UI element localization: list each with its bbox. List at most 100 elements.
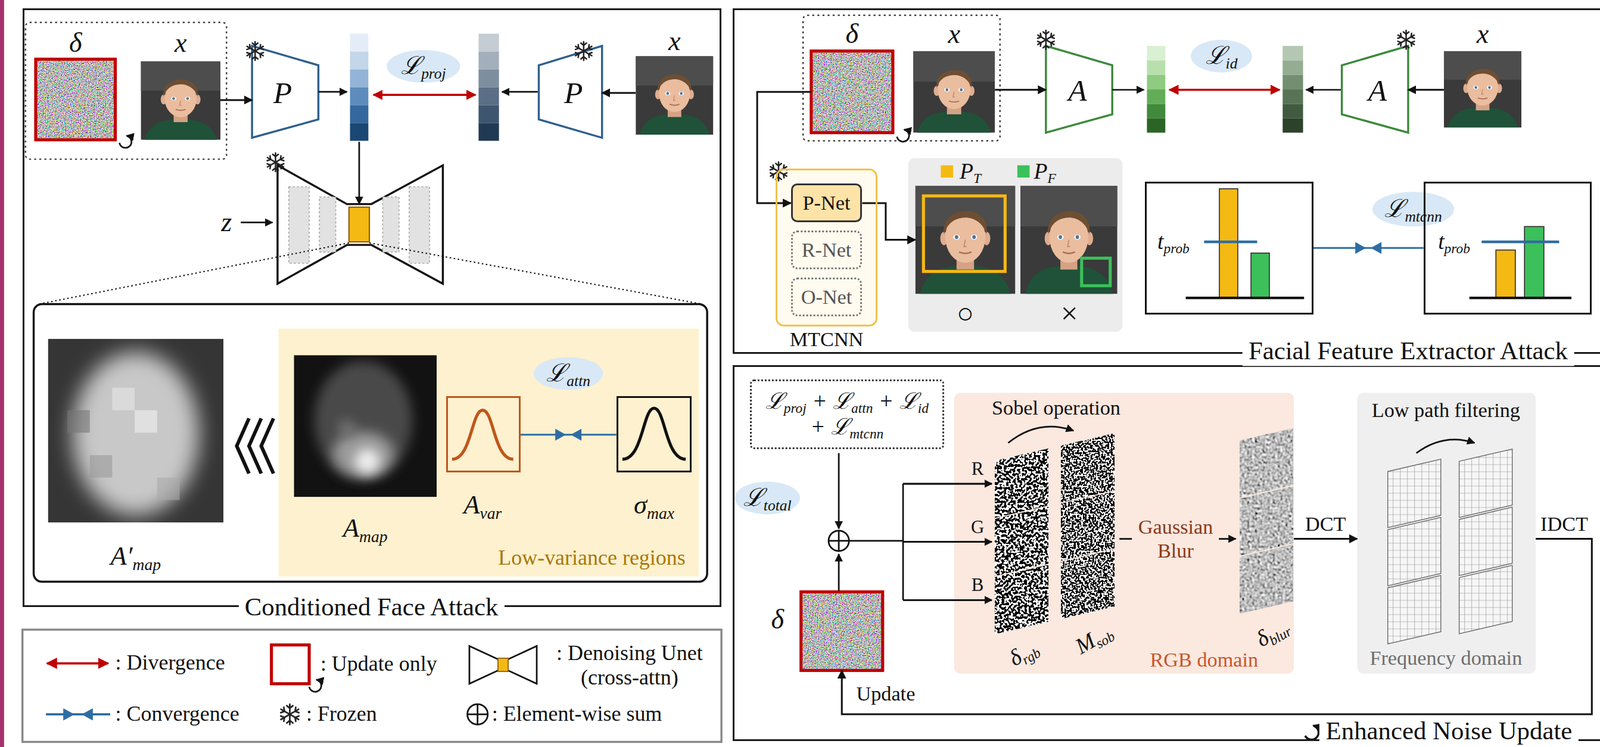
channel-stack <box>1061 492 1115 561</box>
free-label: Msob <box>1071 618 1117 660</box>
channel-stack <box>1239 428 1293 498</box>
subscript: id <box>917 400 929 416</box>
unet <box>382 197 399 253</box>
feature-vector <box>1282 45 1303 133</box>
arrow <box>358 141 361 205</box>
subscript: attn <box>851 400 873 416</box>
attention-map <box>72 352 199 516</box>
noise-image <box>801 592 883 671</box>
encoder <box>538 45 602 138</box>
sum-symbol <box>828 530 849 552</box>
domain-fill <box>954 393 1294 674</box>
bar-chart <box>1186 188 1305 298</box>
node-text: × <box>1060 295 1079 331</box>
bar-chart <box>1203 240 1257 244</box>
noise-image <box>35 58 116 140</box>
face-image <box>140 61 221 140</box>
channel-stack <box>1239 545 1293 614</box>
domain-panel: Frequency domain <box>1356 393 1536 674</box>
update-loop <box>897 129 910 142</box>
math-base: P <box>1033 158 1048 184</box>
input-group <box>802 15 1001 142</box>
stage-box: R-Net <box>791 230 863 270</box>
distribution-curve <box>622 408 686 460</box>
attention-map <box>67 410 90 434</box>
free-label: ℒid <box>1205 42 1238 71</box>
encoder: A <box>1046 45 1113 133</box>
split-lines <box>848 483 904 600</box>
loss-box: ℒproj + ℒattn + ℒid + ℒmtcnn <box>749 379 944 449</box>
frozen-icon <box>1396 30 1416 49</box>
node-text: MTCNN <box>789 328 864 352</box>
node-text: A <box>1368 73 1387 109</box>
subscript: var <box>479 503 502 523</box>
free-label: R <box>971 458 985 480</box>
attention-map <box>89 455 113 478</box>
face-image <box>915 185 1016 295</box>
feature-vector <box>478 33 499 142</box>
subscript: mtcnn <box>1404 207 1442 226</box>
subscript: total <box>763 496 792 515</box>
free-label: Low path filtering <box>1371 398 1521 422</box>
channel-stack <box>1061 549 1115 619</box>
math-base: ℒ <box>832 388 852 414</box>
noise-image <box>811 51 893 133</box>
result-panel <box>908 158 1123 332</box>
math-base: M <box>1071 627 1100 659</box>
curved-arrow <box>1007 426 1074 443</box>
arrow <box>903 599 992 602</box>
math-base: ℒ <box>899 388 918 414</box>
free-label: B <box>971 575 985 597</box>
attention-map <box>48 338 224 523</box>
attention-map <box>134 410 158 434</box>
node-text: Facial Feature Extractor Attack <box>1242 336 1575 366</box>
unet <box>277 165 444 285</box>
detection-box <box>923 195 1005 272</box>
distribution-curve <box>452 410 514 460</box>
feature-vector <box>1146 103 1166 118</box>
node-text: ℒproj + ℒattn + ℒid + ℒmtcnn <box>757 388 936 441</box>
edge-label: ℒmtcnn <box>1384 195 1442 224</box>
channel-stack <box>1061 433 1115 619</box>
curved-arrow <box>1416 439 1475 454</box>
attention-map <box>111 387 135 411</box>
unet <box>349 207 370 242</box>
sum-symbol <box>467 704 488 725</box>
unet <box>409 187 430 264</box>
node-text: δ <box>69 26 83 59</box>
attention-map: A′map <box>47 338 224 523</box>
loss-bubble <box>1190 39 1253 73</box>
panel: Conditioned Face AttackδxPPxA′mapLow-var… <box>22 8 722 608</box>
face-image <box>635 55 714 135</box>
legend-text: : Frozen <box>306 701 378 727</box>
feature-vector <box>1146 75 1166 90</box>
channel-stack <box>994 506 1048 576</box>
convergence-sample <box>81 708 93 721</box>
stage-box: O-Net <box>791 277 863 317</box>
subscript: proj <box>421 64 447 83</box>
convergence-connector <box>1313 247 1424 249</box>
math-base: ℒ <box>830 413 850 440</box>
detection-box <box>1081 257 1111 286</box>
color-key <box>940 165 954 179</box>
stage-box: P-Net <box>791 183 863 223</box>
dct-stack <box>1459 506 1513 576</box>
math-base: σ <box>633 489 647 520</box>
node-text: P-Net <box>802 191 851 215</box>
feature-vector <box>478 51 499 70</box>
attention-map <box>355 449 380 474</box>
panel: Facial Feature Extractor AttackδxAAxMTCN… <box>732 8 1600 355</box>
feature-vector <box>1146 45 1166 61</box>
feature-vector <box>350 51 369 70</box>
free-label: z <box>220 206 232 239</box>
node-text: A′map <box>110 540 162 572</box>
distribution-box: Avar <box>446 396 521 473</box>
noise-image <box>35 58 116 140</box>
channel-stack <box>994 449 1048 518</box>
bar-chart <box>1250 253 1270 298</box>
subscript: max <box>646 503 675 523</box>
legend-text: : Update only <box>320 651 438 677</box>
chart-box: tprob <box>1144 181 1314 315</box>
feature-vector <box>350 104 369 123</box>
